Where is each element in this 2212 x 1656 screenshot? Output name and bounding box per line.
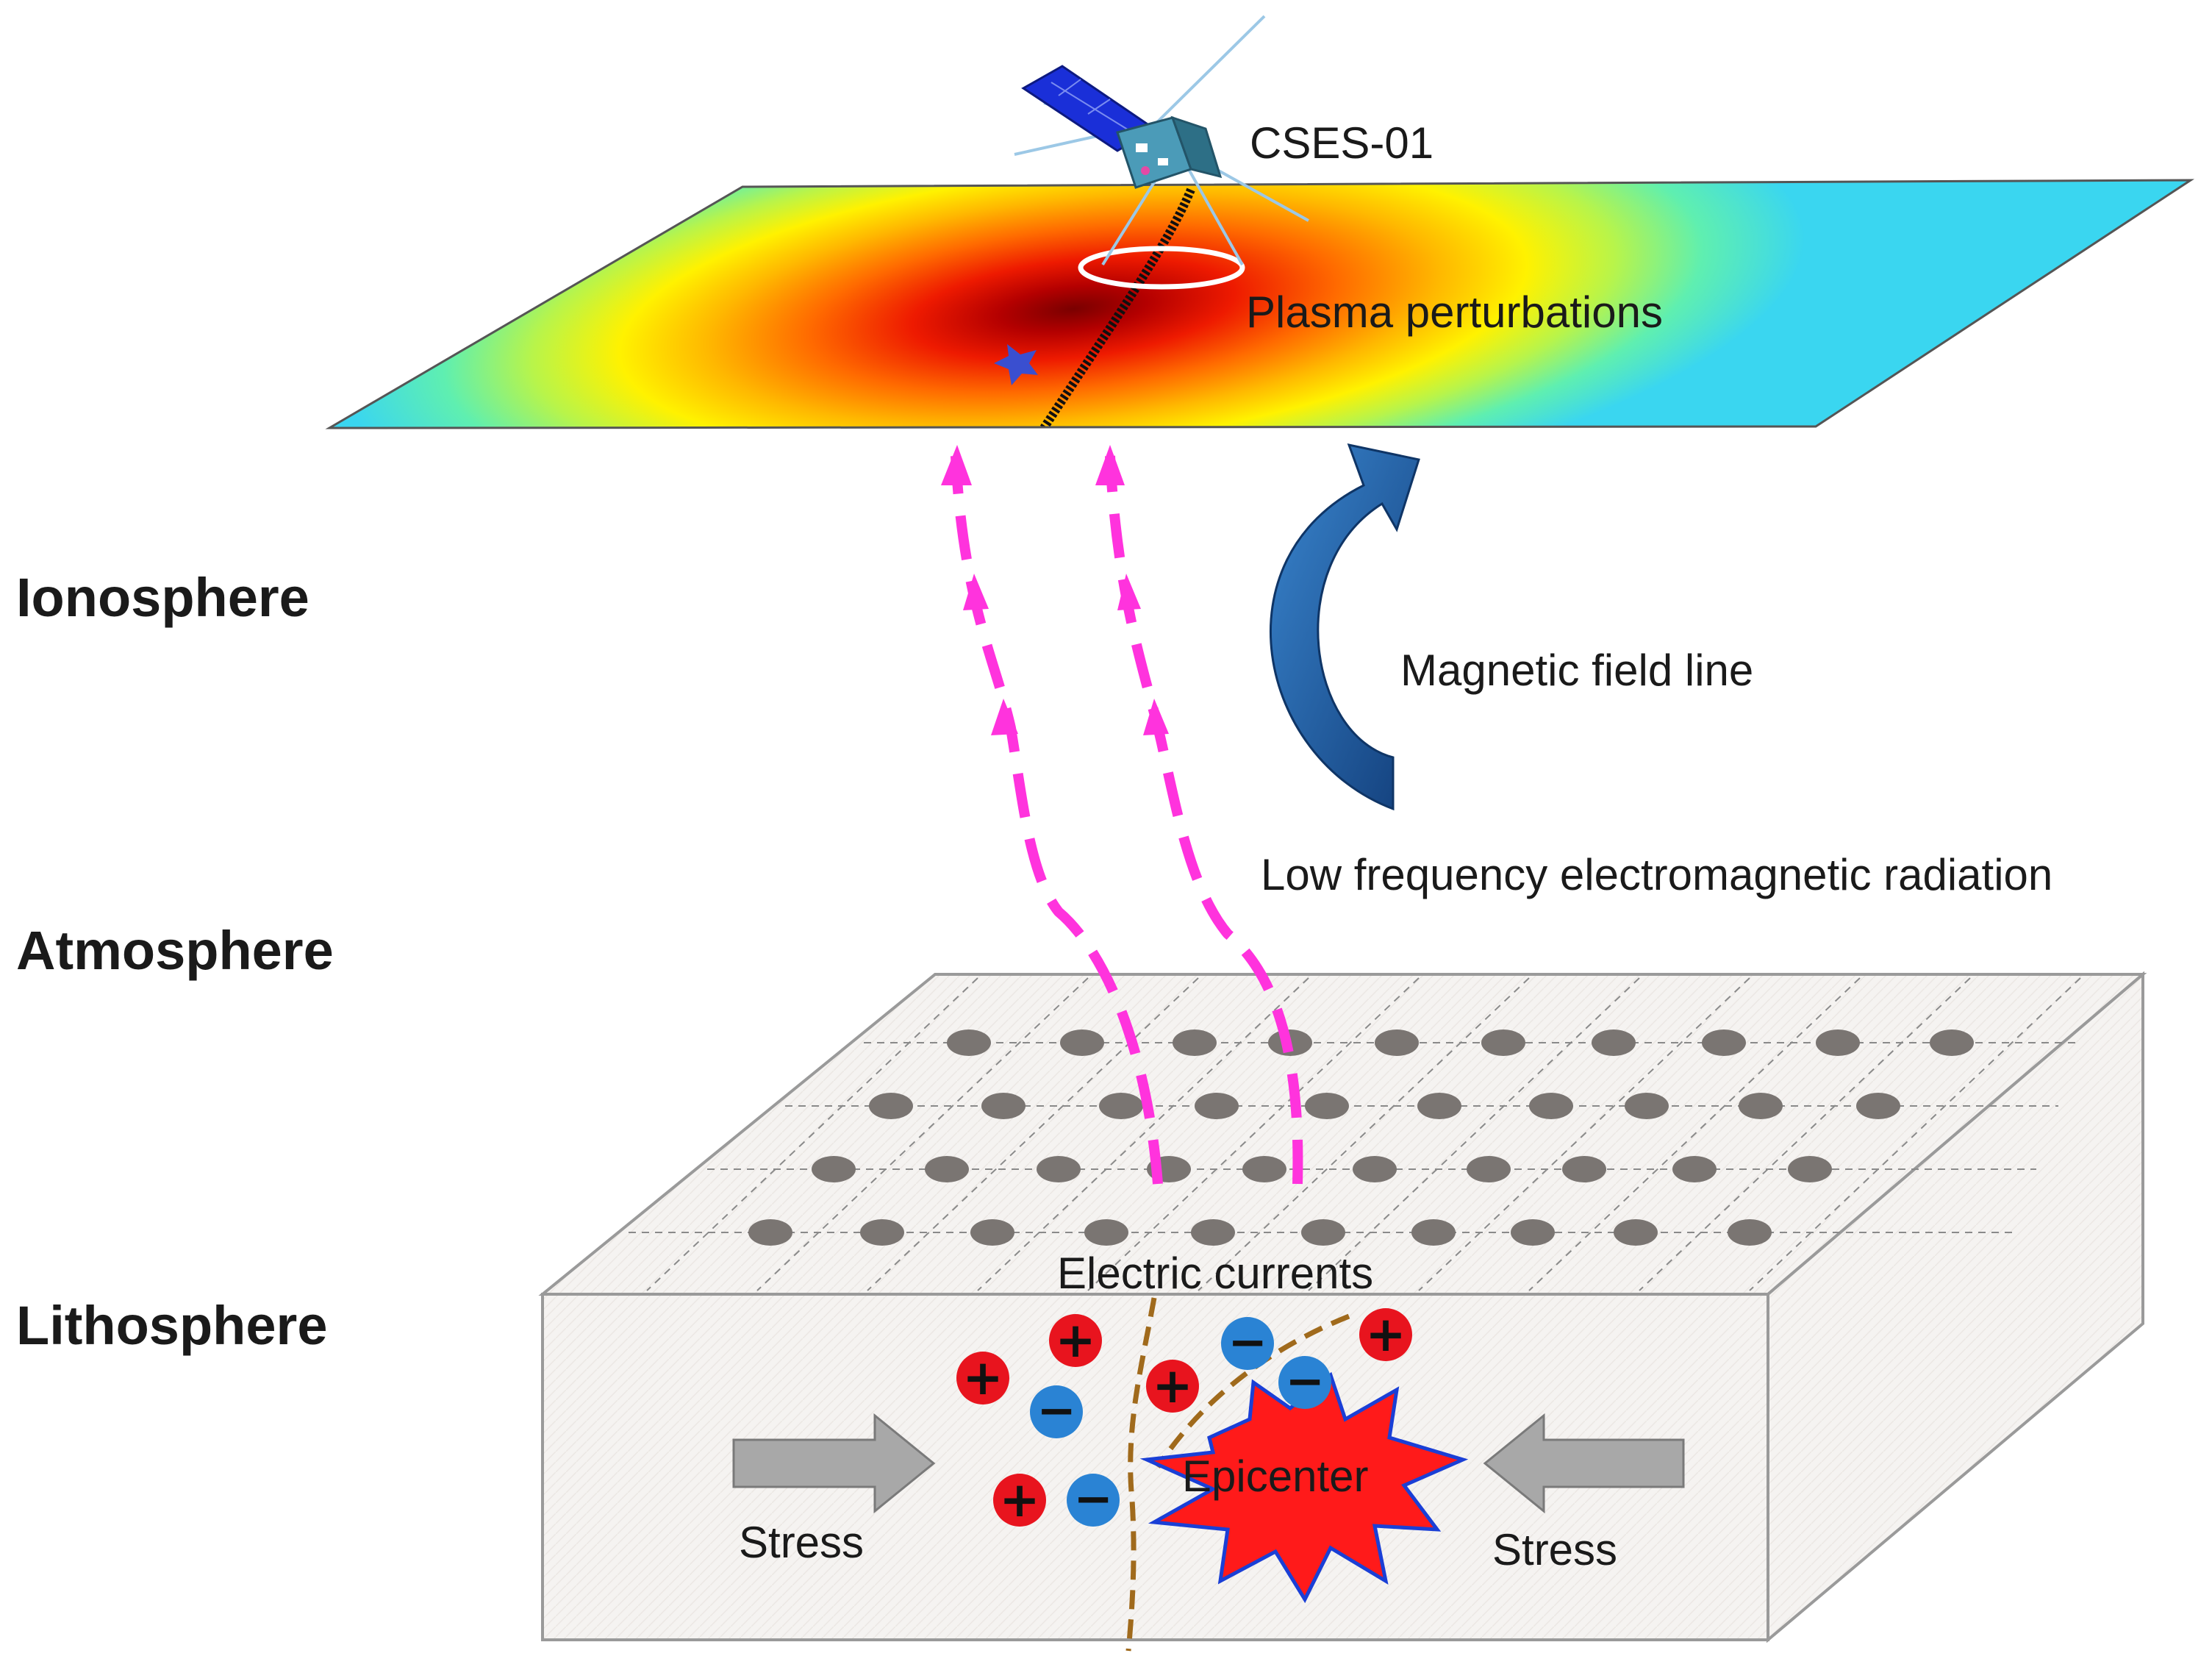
negative-charge: − <box>1067 1472 1120 1527</box>
grid-dot <box>1417 1093 1461 1119</box>
positive-charge: + <box>1146 1357 1199 1414</box>
grid-dot <box>970 1219 1014 1246</box>
positive-charge: + <box>1359 1306 1412 1363</box>
positive-charge-symbol: + <box>999 1471 1039 1528</box>
grid-column-line <box>1087 977 1420 1291</box>
grid-dot <box>1592 1029 1636 1056</box>
grid-dot <box>1305 1093 1349 1119</box>
layer-label-lithosphere: Lithosphere <box>16 1295 327 1356</box>
radiation-arrowhead <box>991 699 1018 735</box>
grid-dot <box>1625 1093 1669 1119</box>
grid-dot <box>1481 1029 1525 1056</box>
charges: +++++−−−− <box>956 1306 1412 1528</box>
grid-dot <box>1195 1093 1239 1119</box>
grid-column-line <box>867 977 1199 1291</box>
epicenter-label: Epicenter <box>1182 1452 1368 1501</box>
negative-charge: − <box>1221 1316 1274 1370</box>
radiation-arrows <box>941 445 1303 1185</box>
positive-charge: + <box>956 1349 1009 1406</box>
radiation-arrowhead <box>941 445 972 485</box>
radiation-label: Low frequency electromagnetic radiation <box>1261 850 2052 899</box>
grid-dot <box>1788 1156 1832 1182</box>
grid-dot <box>748 1219 792 1246</box>
negative-charge: − <box>1278 1355 1331 1409</box>
stress-arrow-right <box>1483 1413 1685 1514</box>
grid-column-line <box>646 977 978 1291</box>
positive-charge: + <box>993 1471 1046 1528</box>
grid-dot <box>1930 1029 1974 1056</box>
positive-charge-symbol: + <box>962 1349 1003 1406</box>
satellite-footprint-ring <box>1078 246 1245 290</box>
grid-dot <box>981 1093 1026 1119</box>
grid-dot <box>1702 1029 1746 1056</box>
grid-dots <box>748 1029 1974 1246</box>
positive-charge: + <box>1049 1312 1102 1368</box>
grid-dot <box>860 1219 904 1246</box>
radiation-arrowhead <box>1143 699 1169 735</box>
radiation-arrowhead <box>963 574 989 610</box>
grid-dot <box>1099 1093 1143 1119</box>
grid-column-line <box>1198 977 1530 1291</box>
layer-label-ionosphere: Ionosphere <box>16 567 309 628</box>
grid-dot <box>1242 1156 1286 1182</box>
electric-currents-label: Electric currents <box>1057 1249 1373 1298</box>
stress-label-right: Stress <box>1492 1525 1617 1574</box>
satellite-label: CSES-01 <box>1250 118 1433 168</box>
grid-dot <box>1375 1029 1419 1056</box>
radiation-arrowhead <box>1117 574 1141 610</box>
grid-column-line <box>977 977 1309 1291</box>
negative-charge-symbol: − <box>1285 1355 1325 1409</box>
grid-column-line <box>756 977 1089 1291</box>
grid-column-line <box>1418 977 1750 1291</box>
grid-column-line <box>1639 977 1971 1291</box>
positive-charge-symbol: + <box>1152 1357 1192 1414</box>
fault-lines <box>1125 1297 1350 1652</box>
grid-dot <box>1037 1156 1081 1182</box>
magnetic-field-line-arrow <box>1269 443 1420 811</box>
grid-dot <box>925 1156 969 1182</box>
grid-dot <box>869 1093 913 1119</box>
grid-column-line <box>1749 977 2081 1291</box>
grid-dot <box>1301 1219 1345 1246</box>
radiation-path-right <box>1105 455 1303 1185</box>
positive-charge-symbol: + <box>1055 1312 1095 1368</box>
grid-dot <box>1529 1093 1573 1119</box>
grid-dot <box>1191 1219 1235 1246</box>
grid-dot <box>1614 1219 1658 1246</box>
grid-dot <box>1816 1029 1860 1056</box>
grid-dot <box>1173 1029 1217 1056</box>
radiation-arrowhead <box>1095 445 1125 485</box>
grid-dot <box>1467 1156 1511 1182</box>
stress-label-left: Stress <box>739 1518 864 1567</box>
grid-dot <box>1739 1093 1783 1119</box>
radiation-path-left <box>951 455 1163 1185</box>
ionosphere-plane <box>325 179 2195 429</box>
negative-charge-symbol: − <box>1073 1472 1113 1527</box>
positive-charge-symbol: + <box>1365 1306 1406 1363</box>
negative-charge-symbol: − <box>1228 1316 1267 1370</box>
grid-dot <box>1562 1156 1606 1182</box>
grid-dot <box>1511 1219 1555 1246</box>
negative-charge: − <box>1030 1384 1083 1438</box>
grid-dot <box>1353 1156 1397 1182</box>
grid-column-line <box>1528 977 1861 1291</box>
grid-dot <box>812 1156 856 1182</box>
grid-dot <box>1411 1219 1456 1246</box>
grid-dot <box>1084 1219 1128 1246</box>
grid-dot <box>1856 1093 1900 1119</box>
negative-charge-symbol: − <box>1037 1384 1076 1438</box>
satellite-icon <box>1014 15 1309 266</box>
grid-dot <box>1728 1219 1772 1246</box>
grid-dot <box>1672 1156 1717 1182</box>
grid-column-line <box>1308 977 1640 1291</box>
epicenter-projection-star <box>994 344 1038 385</box>
satellite-ground-track <box>1039 188 1195 428</box>
plasma-perturbations-label: Plasma perturbations <box>1246 288 1663 337</box>
magnetic-field-line-label: Magnetic field line <box>1400 646 1753 695</box>
stress-arrow-left <box>732 1413 936 1514</box>
grid-dot <box>947 1029 991 1056</box>
grid-dot <box>1060 1029 1104 1056</box>
layer-label-atmosphere: Atmosphere <box>16 920 334 981</box>
